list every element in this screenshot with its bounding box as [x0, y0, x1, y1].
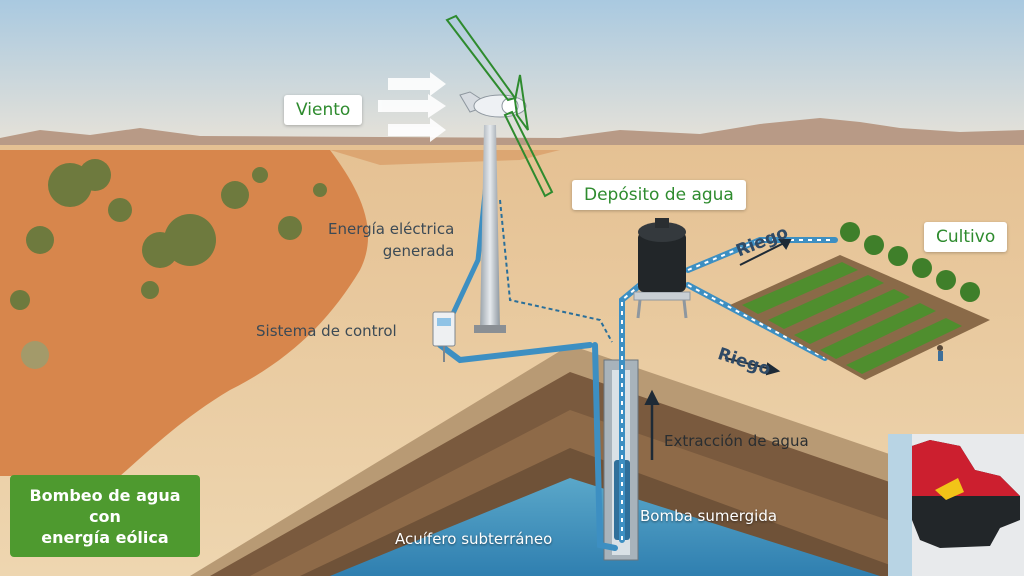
flow-arrows [644, 239, 792, 460]
wind-turbine [445, 14, 554, 333]
desert-shrubs [10, 159, 327, 369]
energy-label: Energía eléctrica generada [328, 218, 454, 262]
pump-label: Bomba sumergida [640, 507, 778, 525]
tank-label: Depósito de agua [572, 180, 746, 210]
red-sand-far [330, 150, 560, 165]
crop-label: Cultivo [924, 222, 1008, 252]
title-box: Bombeo de agua con energía eólica [10, 475, 200, 557]
angola-inset-map [888, 434, 1024, 576]
mountains [0, 118, 1024, 150]
wind-arrows [378, 72, 446, 142]
control-label: Sistema de control [256, 322, 397, 340]
water-flow-dashes [621, 239, 835, 540]
water-tank [633, 218, 691, 319]
extraction-label: Extracción de agua [664, 432, 809, 450]
wind-label: Viento [284, 95, 363, 125]
crop-field [730, 222, 990, 380]
energy-label-line2: generada [382, 242, 455, 260]
control-box [432, 311, 456, 362]
title-line2: con [89, 506, 121, 526]
title-line3: energía eólica [41, 527, 169, 547]
title-line1: Bombeo de agua [29, 485, 181, 505]
red-sand [0, 150, 369, 476]
aquifer-label: Acuífero subterráneo [395, 530, 553, 548]
energy-label-line1: Energía eléctrica [328, 220, 455, 238]
power-cable-dashed [499, 199, 613, 343]
